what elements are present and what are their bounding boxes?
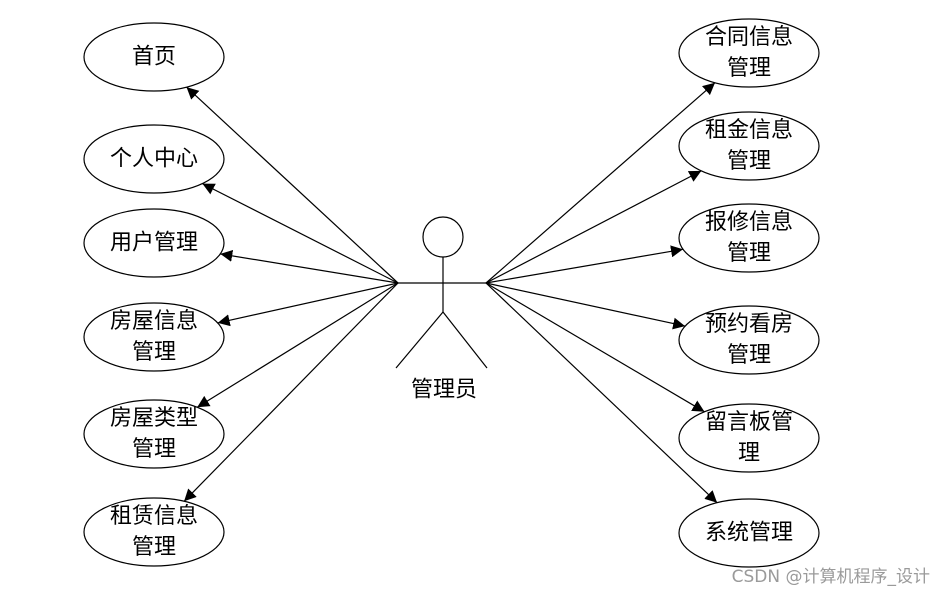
left-use-case-label: 管理 [132,340,176,365]
left-use-case-label: 管理 [132,437,176,462]
left-use-case-label: 房屋信息 [110,309,198,334]
right-use-case-ellipse [678,403,820,473]
right-use-case-label: 管理 [727,56,771,81]
left-use-case-2: 个人中心 [83,124,225,194]
left-association-arrow-1 [186,86,399,284]
left-use-case-label: 房屋类型 [110,406,198,431]
left-use-case-ellipse [83,208,225,278]
left-use-case-1: 首页 [83,22,225,92]
left-use-case-ellipse [83,22,225,92]
left-association-arrow-6 [183,282,399,502]
left-use-case-ellipse [83,124,225,194]
left-association-arrow-5 [196,282,399,408]
right-use-case-ellipse [678,111,820,181]
actor-label: 管理员 [411,378,477,403]
right-association-arrow-3 [485,245,684,284]
right-association-arrow-6 [485,282,718,504]
association-lines [183,82,718,504]
right-use-case-label: 合同信息 [705,25,793,50]
right-use-case-label: 留言板管 [705,410,793,435]
right-use-case-label: 管理 [727,149,771,174]
actor-right-leg [442,311,488,369]
left-use-case-ellipse [83,399,225,469]
left-use-case-label: 首页 [132,45,176,70]
right-use-case-ellipse [678,305,820,375]
right-use-case-label: 理 [738,441,760,466]
left-use-case-3: 用户管理 [83,208,225,278]
left-association-arrow-2 [202,183,399,284]
right-use-case-ellipse [678,18,820,88]
right-use-case-label: 管理 [727,343,771,368]
right-association-arrow-1 [485,82,716,284]
right-use-case-label: 系统管理 [705,521,793,546]
right-association-arrow-4 [485,282,686,330]
right-use-case-label: 租金信息 [705,118,793,143]
right-association-arrow-2 [485,170,702,284]
left-use-case-label: 管理 [132,535,176,560]
left-use-case-label: 用户管理 [110,231,198,256]
actor-head [422,216,464,258]
right-use-case-label: 报修信息 [705,210,793,235]
right-use-case-6: 系统管理 [678,498,820,568]
right-use-case-ellipse [678,203,820,273]
left-use-case-ellipse [83,302,225,372]
right-use-case-label: 管理 [727,241,771,266]
right-use-case-ellipse [678,498,820,568]
right-use-case-label: 预约看房 [705,312,793,337]
actor-administrator: 管理员 [395,216,488,403]
left-association-arrow-4 [217,282,399,327]
left-use-case-label: 个人中心 [110,147,198,172]
left-use-case-label: 租赁信息 [110,504,198,529]
watermark: CSDN @计算机程序_设计 [732,567,930,587]
actor-left-leg [395,311,444,369]
left-use-case-ellipse [83,497,225,567]
right-association-arrow-5 [485,282,705,413]
left-association-arrow-3 [220,249,399,284]
